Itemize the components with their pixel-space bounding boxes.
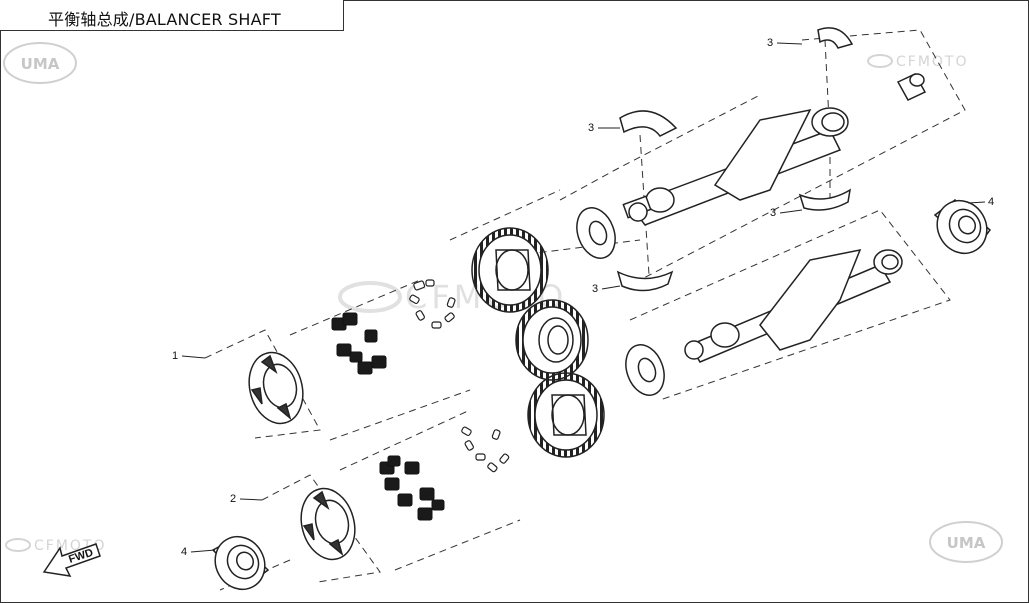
thrust-washer-lower [625, 344, 665, 396]
callout-label: 3 [770, 207, 776, 219]
callout-2: 2 [230, 493, 263, 505]
drive-gear-top [471, 227, 549, 313]
gear-hub-upper [248, 351, 304, 425]
spring-chain-upper [409, 279, 456, 329]
uma-logo-top-left: UMA [3, 42, 77, 84]
spring-chain-lower [461, 426, 510, 473]
thrust-washer-upper [576, 207, 616, 259]
drive-gear-middle [515, 299, 589, 381]
page-title: 平衡轴总成/BALANCER SHAFT [48, 10, 281, 29]
callout-label: 3 [767, 37, 773, 49]
callout-3-mid-lower: 3 [770, 207, 803, 219]
callout-label: 1 [172, 350, 178, 362]
cfmoto-logo-top-right: CFMOTO [867, 54, 969, 70]
ball-bearing-left [211, 535, 270, 591]
callout-label: 4 [988, 196, 994, 208]
damper-springs-upper [331, 312, 387, 375]
callout-label: 4 [181, 546, 187, 558]
half-bearing-shell [616, 27, 854, 292]
title-box: 平衡轴总成/BALANCER SHAFT [0, 0, 344, 31]
callout-1: 1 [172, 350, 206, 362]
ball-bearing-right [933, 199, 992, 255]
uma-logo-text: UMA [21, 55, 60, 73]
uma-logo-bottom-right: UMA [929, 521, 1003, 563]
callout-4-right: 4 [967, 196, 994, 208]
drive-gear-bottom [527, 372, 605, 458]
uma-logo-text: UMA [947, 534, 986, 552]
callout-3-mid-upper: 3 [588, 122, 620, 134]
callout-label: 2 [230, 493, 236, 505]
callout-4-left: 4 [181, 546, 216, 558]
callout-3-top: 3 [767, 37, 803, 49]
callout-label: 3 [592, 283, 598, 295]
cfmoto-logo-text: CFMOTO [896, 54, 969, 70]
gear-hub-lower [300, 487, 356, 561]
callout-label: 3 [588, 122, 594, 134]
bushing [896, 73, 927, 101]
damper-springs-lower [379, 455, 445, 521]
lower-balancer-shaft [684, 248, 903, 363]
fwd-arrow-icon: FWD [42, 543, 101, 577]
callout-3-bottom: 3 [592, 283, 621, 295]
upper-balancer-shaft [622, 107, 849, 226]
